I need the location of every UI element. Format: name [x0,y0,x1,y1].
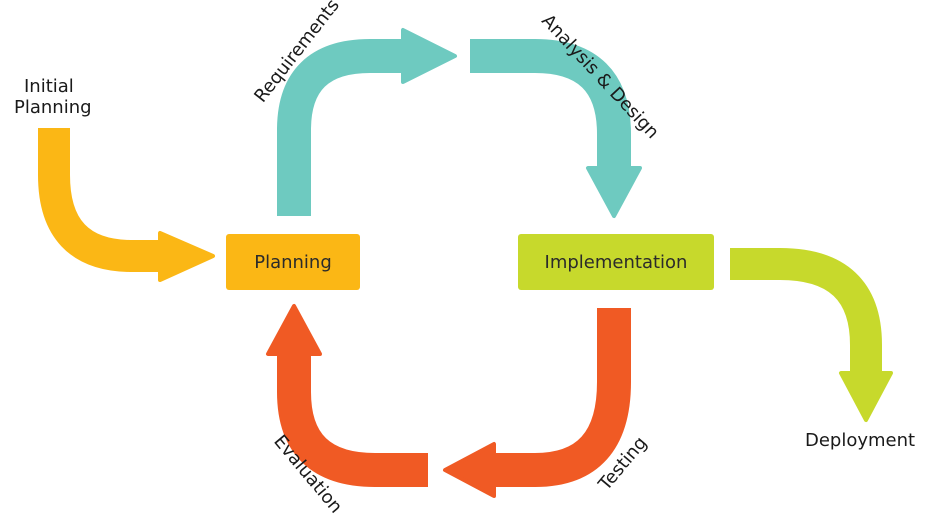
implementation-node: Implementation [518,234,714,290]
evaluation-arrowhead [266,304,322,356]
initial-planning-label-line2: Planning [14,96,92,118]
analysis-design-arrowhead [586,166,642,218]
initial-planning-label-line1: Initial [24,76,74,97]
testing-arrow [492,308,631,487]
initial-planning-label: Initial Planning [14,76,92,118]
deployment-arrow [730,248,882,375]
evaluation-arrow [277,352,428,487]
deployment-arrowhead [839,371,893,422]
requirements-arrow [277,39,405,216]
planning-node-label: Planning [254,251,332,273]
requirements-arrowhead [401,28,457,84]
deployment-label: Deployment [805,430,916,451]
planning-node: Planning [226,234,360,290]
initial-planning-arrow [38,128,165,272]
implementation-node-label: Implementation [544,251,688,273]
testing-arrowhead [443,442,496,498]
analysis-design-arrow [470,39,631,172]
initial-planning-arrowhead [158,231,215,282]
